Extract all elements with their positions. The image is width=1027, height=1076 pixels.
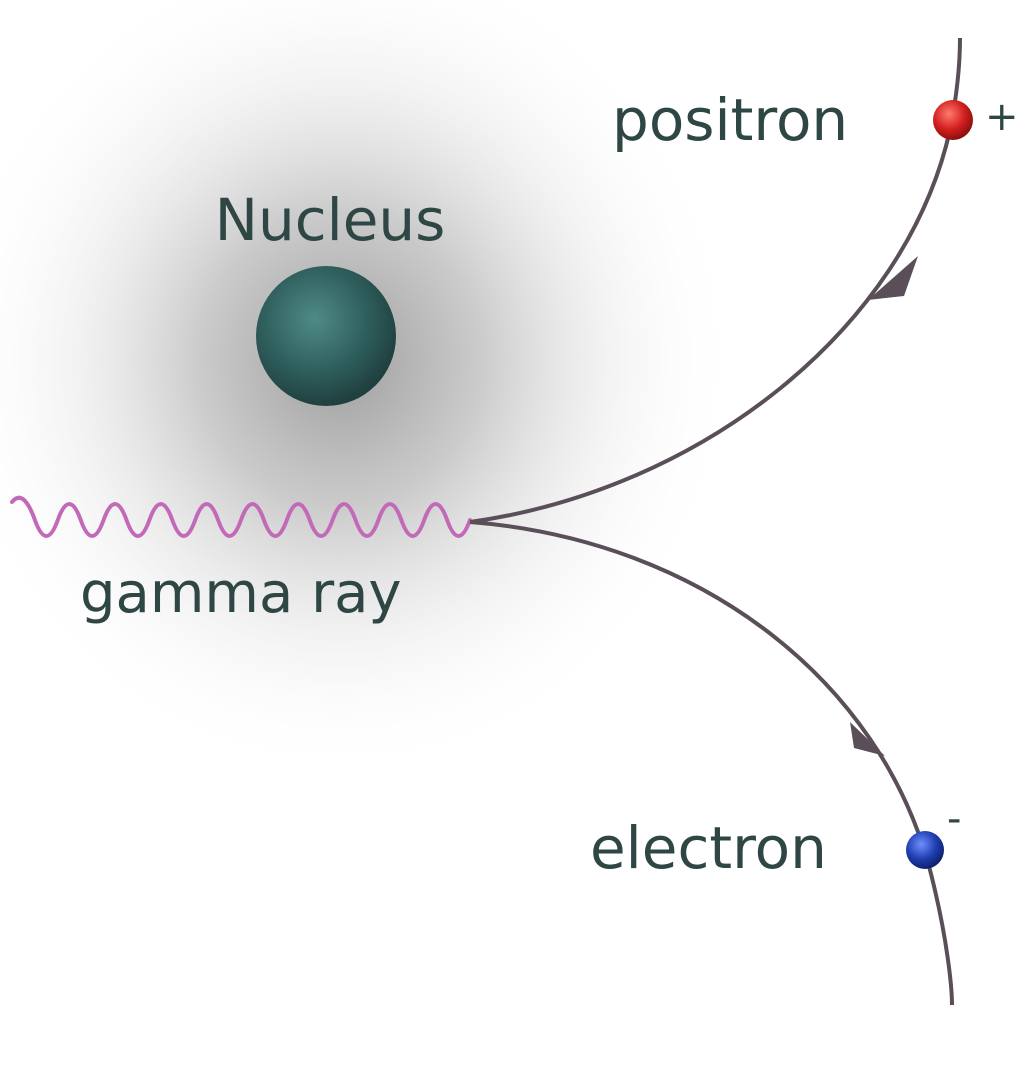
electron-direction-arrow bbox=[850, 722, 885, 756]
positron-track bbox=[469, 37, 962, 524]
positron-particle bbox=[933, 100, 973, 140]
positron-direction-arrow bbox=[868, 256, 918, 300]
electron-particle bbox=[906, 831, 944, 869]
positron-charge-label: + bbox=[985, 94, 1019, 140]
positron-label: positron bbox=[612, 86, 848, 154]
gamma-ray-label: gamma ray bbox=[80, 561, 402, 626]
nucleus-sphere bbox=[256, 266, 396, 406]
electron-charge-label: - bbox=[947, 796, 961, 842]
nucleus-label: Nucleus bbox=[215, 186, 446, 254]
gamma-ray-wave bbox=[10, 495, 472, 538]
electron-label: electron bbox=[590, 814, 827, 882]
